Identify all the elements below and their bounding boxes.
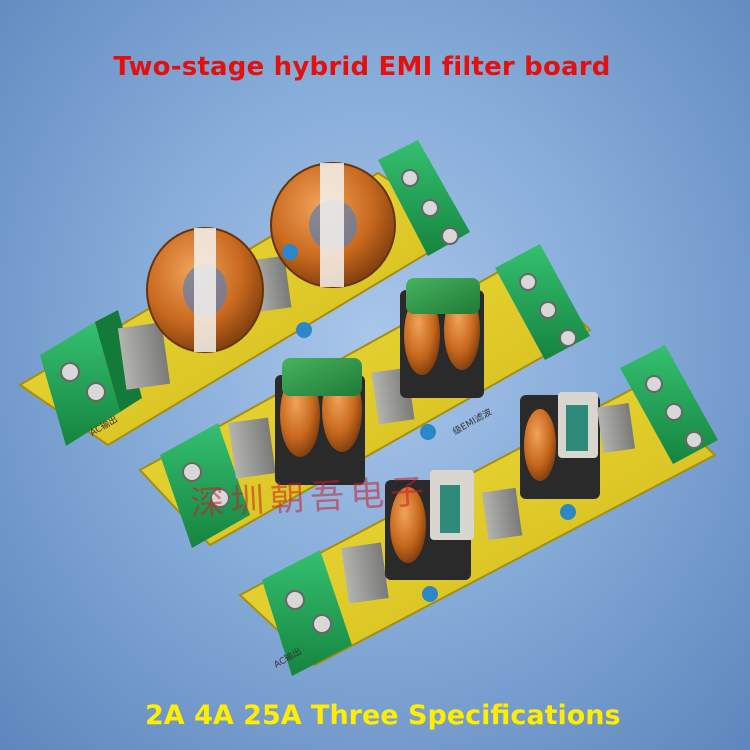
terminal-block-right-25a: [378, 140, 470, 256]
x-capacitor-2a-3: [596, 402, 636, 454]
toroid-choke-25a-2: [270, 162, 396, 288]
common-mode-choke-2a-1: [385, 470, 474, 580]
x-capacitor-4a-1: [228, 417, 276, 479]
board-2a: AC输出: [238, 345, 718, 676]
y-capacitor-2a-1: [422, 586, 438, 602]
y-capacitor-2a-2: [560, 504, 576, 520]
y-capacitor-25a: [282, 244, 298, 260]
toroid-choke-25a-1: [146, 227, 264, 353]
terminal-block-right-2a: [620, 345, 718, 464]
y-capacitor-4a-2: [420, 424, 436, 440]
common-mode-choke-4a-1: [275, 358, 365, 485]
x-capacitor-2a-1: [341, 542, 389, 604]
image-title: Two-stage hybrid EMI filter board: [113, 52, 611, 82]
x-capacitor-25a-1: [117, 322, 171, 390]
terminal-block-left-4a: [160, 423, 250, 548]
y-capacitor-4a-1: [296, 322, 312, 338]
x-capacitor-2a-2: [481, 487, 523, 541]
terminal-block-left-2a: [262, 550, 352, 676]
common-mode-choke-4a-2: [400, 278, 484, 398]
image-subtitle: 2A 4A 25A Three Specifications: [145, 700, 621, 731]
common-mode-choke-2a-2: [520, 392, 600, 499]
terminal-block-right-4a: [495, 244, 590, 360]
board-25a: AC输出: [18, 140, 470, 447]
board-4a-stage-label: 级EMI滤波: [451, 406, 494, 438]
